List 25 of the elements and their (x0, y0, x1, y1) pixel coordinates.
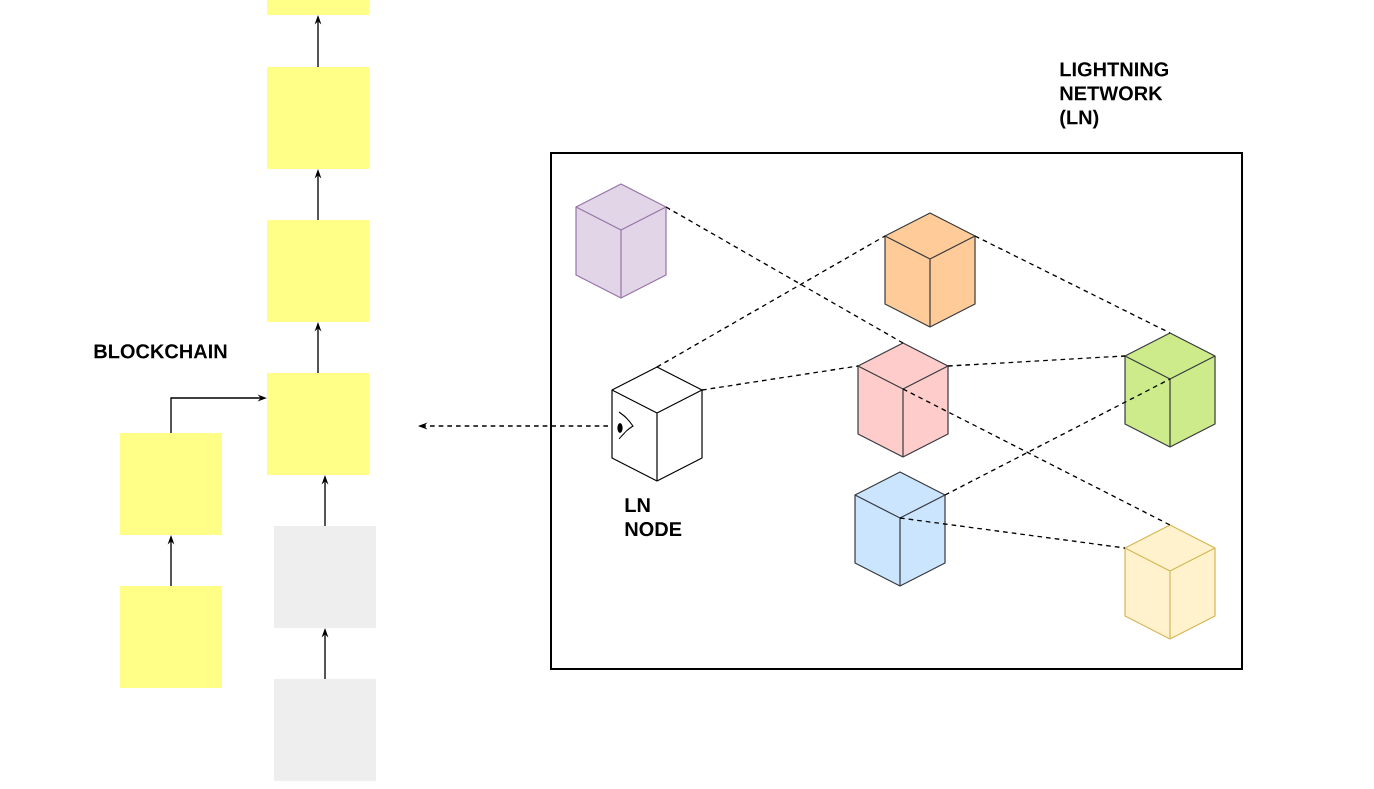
dashed-link (899, 517, 1126, 549)
node-label: LIGHTNING NETWORK (LN) (1060, 62, 1169, 129)
cube (857, 342, 949, 458)
dashed-link (656, 235, 886, 368)
block-box (274, 679, 376, 781)
block-box (267, 0, 369, 15)
dashed-link (974, 235, 1171, 334)
block-box (120, 586, 222, 688)
node-label: LN NODE (625, 498, 682, 537)
dashed-link (944, 378, 1171, 496)
block-box (120, 433, 222, 535)
block-box (267, 67, 369, 169)
cube (575, 183, 667, 299)
dashed-link (701, 365, 859, 391)
dashed-link (902, 388, 1171, 526)
block-box (267, 373, 369, 475)
block-box (274, 526, 376, 628)
block-box (267, 220, 369, 322)
cube (854, 471, 946, 587)
dashed-link (665, 206, 904, 344)
cube (884, 212, 976, 328)
cube (1124, 332, 1216, 448)
dashed-link (947, 355, 1126, 367)
cube (1124, 524, 1216, 640)
section-label: BLOCKCHAIN (94, 344, 227, 359)
